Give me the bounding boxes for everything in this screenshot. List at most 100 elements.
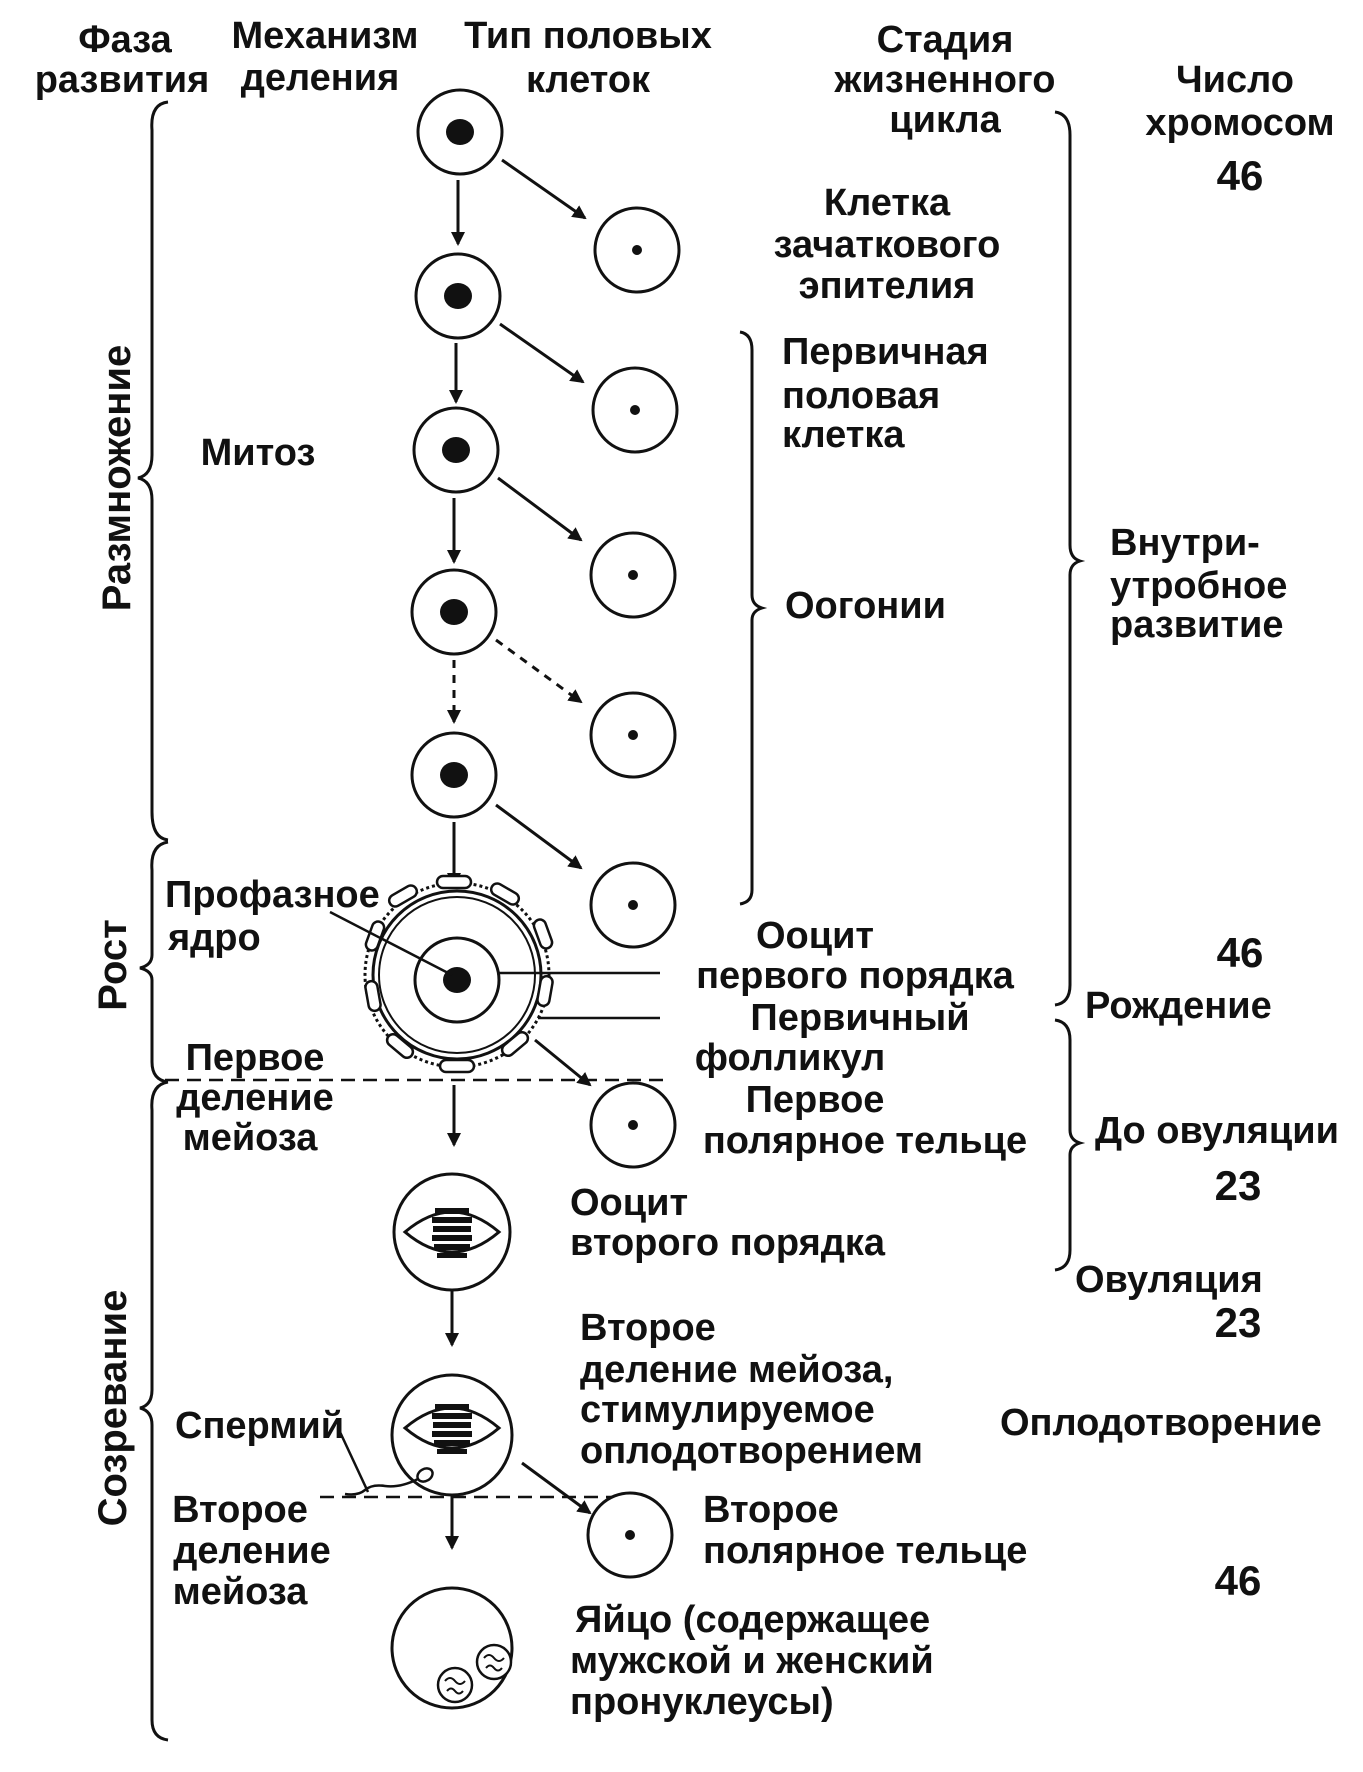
label-primary-oocyte-1: Ооцит	[756, 915, 874, 957]
phase-reproduction: Размножение	[95, 345, 139, 612]
pronucleus-female	[475, 1643, 513, 1681]
egg-cell	[390, 1586, 514, 1710]
mechanism-meiosis2-1: Второе	[172, 1489, 308, 1531]
arrows	[445, 158, 592, 1550]
mechanism-meiosis2-3: мейоза	[173, 1571, 309, 1613]
mechanism-meiosis1-1: Первое	[186, 1037, 325, 1079]
brace-growth	[139, 840, 169, 1084]
header-phase-1: Фаза	[78, 19, 172, 61]
stage-intrauterine-3: развитие	[1110, 604, 1284, 646]
chromosome-number-before-ovulation: 23	[1215, 1162, 1262, 1209]
label-egg-2: мужской и женский	[570, 1640, 934, 1682]
column-headers: Фаза развития Механизм деления Тип полов…	[35, 15, 1335, 199]
cell-germinal-4	[410, 568, 498, 656]
phase-braces	[137, 100, 169, 1742]
arrow-diag-2	[499, 322, 585, 384]
brace-reproduction	[137, 100, 169, 842]
mechanism-meiosis1-2: деление	[176, 1077, 333, 1119]
brace-before-ovulation	[1054, 1018, 1086, 1272]
first-polar-body	[589, 1081, 677, 1169]
label-sperm: Спермий	[175, 1405, 344, 1447]
brace-intrauterine	[1054, 110, 1086, 1007]
daughter-cell-5	[589, 861, 677, 949]
label-egg-3: пронуклеусы)	[570, 1681, 834, 1723]
label-primary-oocyte-2: первого порядка	[696, 955, 1015, 997]
brace-primordial-oogonia	[739, 330, 768, 906]
cell-germinal-1	[416, 88, 504, 176]
mechanism-meiosis1-3: мейоза	[183, 1117, 319, 1159]
stage-intrauterine-2: утробное	[1110, 565, 1287, 607]
sperm-tail	[344, 1477, 419, 1496]
header-mechanism-1: Механизм	[232, 15, 419, 57]
life-stage-labels: Внутри- утробное развитие 46 Рождение До…	[1000, 522, 1339, 1604]
arrow-diag-1	[501, 158, 587, 220]
label-primary-follicle-1: Первичный	[750, 997, 969, 1039]
header-cell-type-1: Тип половых	[464, 15, 712, 57]
stage-intrauterine-1: Внутри-	[1110, 522, 1260, 564]
daughter-cell-1	[593, 206, 681, 294]
chromosome-number-primary-oocyte: 46	[1217, 929, 1264, 976]
daughter-cells	[589, 206, 681, 949]
label-second-polar-2: полярное тельце	[703, 1530, 1027, 1572]
label-first-polar-1: Первое	[746, 1079, 885, 1121]
label-oogonia: Оогонии	[785, 585, 946, 627]
header-mechanism-2: деления	[241, 57, 400, 99]
arrow-diag-polar2	[521, 1461, 592, 1515]
stage-fertilization: Оплодотворение	[1000, 1402, 1322, 1444]
stage-before-ovulation: До овуляции	[1095, 1110, 1339, 1152]
label-prophase-1: Профазное	[165, 874, 380, 916]
mitotic-cells	[410, 88, 504, 819]
pronucleus-male	[436, 1666, 474, 1704]
stage-ovulation: Овуляция	[1075, 1259, 1263, 1301]
header-chromosomes-2: хромосом	[1145, 102, 1334, 144]
phase-maturation: Созревание	[91, 1290, 135, 1527]
arrow-diag-polar1	[534, 1038, 592, 1087]
header-life-stage-1: Стадия	[877, 19, 1014, 61]
chromosome-number-germ: 46	[1217, 152, 1264, 199]
mechanism-meiosis2-2: деление	[173, 1530, 330, 1572]
sperm-head	[416, 1467, 434, 1483]
mechanism-mitosis: Митоз	[201, 432, 316, 474]
oocyte-second-meiosis	[338, 1373, 514, 1497]
label-second-meiosis-2: деление мейоза,	[580, 1349, 893, 1391]
label-germinal-1: Клетка	[824, 182, 951, 224]
label-second-polar-1: Второе	[703, 1489, 839, 1531]
phase-growth: Рост	[91, 919, 135, 1010]
label-germinal-3: эпителия	[799, 265, 976, 307]
daughter-cell-4	[589, 691, 677, 779]
chromosome-number-ovulation: 23	[1215, 1299, 1262, 1346]
label-primordial-2: половая	[782, 375, 940, 417]
label-secondary-oocyte-2: второго порядка	[570, 1222, 886, 1264]
arrow-diag-3	[497, 476, 583, 542]
brace-maturation	[139, 1080, 169, 1742]
header-chromosomes-1: Число	[1176, 59, 1294, 101]
label-primordial-1: Первичная	[782, 331, 989, 373]
label-first-polar-2: полярное тельце	[703, 1120, 1027, 1162]
cell-germinal-3	[412, 406, 500, 494]
header-life-stage-2: жизненного	[834, 59, 1056, 101]
label-second-meiosis-1: Второе	[580, 1307, 716, 1349]
cell-labels: Клетка зачаткового эпителия Первичная по…	[165, 182, 1027, 1723]
stage-birth: Рождение	[1085, 985, 1272, 1027]
label-second-meiosis-4: оплодотворением	[580, 1430, 923, 1472]
arrow-diag-5	[495, 803, 583, 870]
header-cell-type-2: клеток	[526, 59, 651, 101]
arrow-diag-4-dashed	[495, 638, 583, 704]
life-stage-braces	[1054, 110, 1086, 1272]
daughter-cell-2	[591, 366, 679, 454]
header-phase-2: развития	[35, 59, 210, 101]
second-polar-body	[586, 1491, 674, 1579]
label-primary-follicle-2: фолликул	[695, 1037, 885, 1079]
label-egg-1: Яйцо (содержащее	[575, 1599, 930, 1641]
label-prophase-2: ядро	[167, 917, 261, 959]
chromosome-number-egg: 46	[1215, 1557, 1262, 1604]
pointer-lines	[165, 910, 665, 1499]
cell-germinal-5	[410, 731, 498, 819]
label-germinal-2: зачаткового	[774, 224, 1001, 266]
primary-follicle	[363, 874, 554, 1074]
label-primordial-3: клетка	[782, 414, 905, 456]
header-life-stage-3: цикла	[889, 99, 1001, 141]
label-secondary-oocyte-1: Ооцит	[570, 1182, 688, 1224]
secondary-oocyte	[392, 1172, 512, 1292]
